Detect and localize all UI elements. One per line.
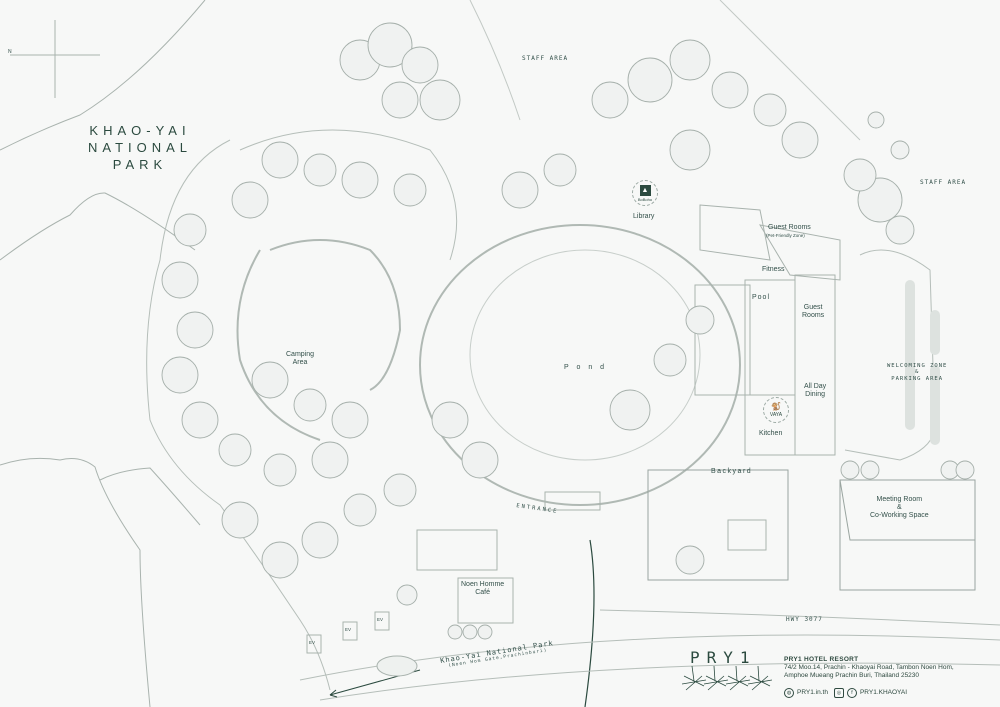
vaya-badge-text: VAYA — [769, 412, 783, 418]
address-line-2: Amphoe Mueang Prachin Buri, Thailand 252… — [784, 672, 920, 679]
vaya-badge[interactable]: 🐒 VAYA — [763, 397, 789, 423]
instagram-icon: ◎ — [833, 688, 844, 698]
park-title-line1: KHAO-YAI — [89, 123, 191, 138]
label-pond[interactable]: P o n d — [564, 364, 608, 371]
label-meeting-room[interactable]: Meeting Room&Co-Working Space — [870, 496, 929, 520]
label-backyard[interactable]: Backyard — [711, 468, 753, 475]
park-title: KHAO-YAI NATIONAL PARK — [60, 122, 220, 173]
library-badge-text: BoBoho — [637, 196, 653, 202]
library-badge[interactable]: ▲ BoBoho — [632, 180, 658, 206]
footer-info: PRY1 PRY1 HOTEL RESORT 74/2 Moo.14, Prac… — [682, 648, 1000, 703]
hotel-name: PRY1 HOTEL RESORT — [784, 656, 859, 663]
ev-charger-3[interactable]: EV — [377, 617, 384, 622]
bird-icon: ▲ — [639, 184, 651, 196]
label-pool[interactable]: Pool — [752, 294, 771, 301]
website-link[interactable]: ◍PRY1.in.th — [784, 688, 828, 698]
globe-icon: ◍ — [784, 688, 794, 698]
label-kitchen[interactable]: Kitchen — [759, 430, 783, 437]
ev-charger-2[interactable]: EV — [345, 627, 352, 632]
label-fitness[interactable]: Fitness — [762, 266, 785, 273]
label-hwy-3077: HWY 3077 — [786, 616, 823, 623]
hotel-info: PRY1 HOTEL RESORT 74/2 Moo.14, Prachin -… — [784, 656, 954, 680]
monkey-icon: 🐒 — [771, 402, 781, 411]
address-line-1: 74/2 Moo.14, Prachin - Khaoyai Road, Tam… — [784, 664, 954, 671]
facebook-icon: f — [846, 688, 857, 698]
ev-charger-1[interactable]: EV — [309, 640, 316, 645]
label-staff-area-right[interactable]: STAFF AREA — [920, 179, 967, 186]
label-guest-rooms-1[interactable]: Guest Rooms — [768, 224, 811, 231]
pry1-logo: PRY1 — [690, 648, 757, 667]
label-welcoming-zone[interactable]: WELCOMING ZONE&PARKING AREA — [887, 363, 948, 382]
label-library[interactable]: Library — [633, 213, 655, 220]
label-staff-area-top[interactable]: STAFF AREA — [522, 55, 569, 62]
label-guest-rooms-1-note: (Pet-Friendly Zone) — [766, 233, 805, 238]
roots-logo-icon — [682, 666, 772, 691]
compass-north-label: N — [8, 49, 12, 55]
park-title-line2: NATIONAL PARK — [87, 140, 193, 172]
